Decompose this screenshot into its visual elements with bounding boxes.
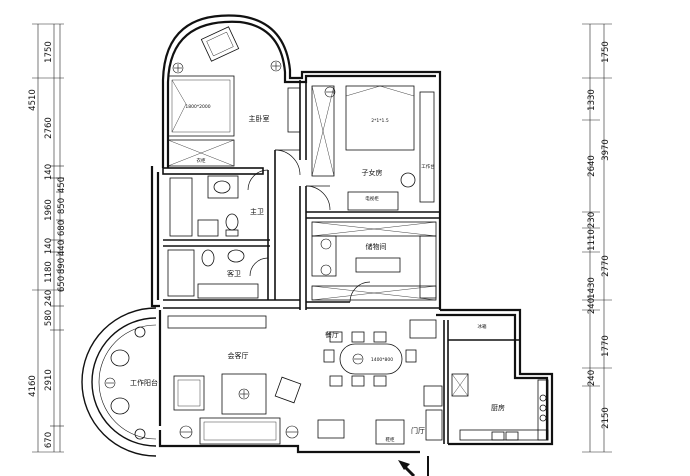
- room-balcony: 工作阳台: [130, 378, 158, 387]
- dim-left-140b: 140: [44, 238, 54, 254]
- stove-icon: [539, 394, 547, 422]
- room-master-bedroom: 主卧室: [249, 114, 270, 123]
- dim-left-890: 890: [57, 258, 67, 274]
- potted-plant-icon: [285, 425, 299, 439]
- armchair-icon: [200, 26, 240, 62]
- dim-left-outer-1: 4510: [28, 89, 38, 111]
- dim-left-1750: 1750: [44, 41, 54, 63]
- balcony-furniture: [110, 326, 146, 440]
- dim-left-680: 680: [57, 220, 67, 236]
- room-master-bath: 主卫: [250, 207, 264, 216]
- room-entrance: 门厅: [411, 426, 425, 435]
- dining-set: [323, 319, 437, 387]
- dim-left-850: 850: [57, 198, 67, 214]
- toilet-icon: [201, 249, 215, 267]
- dim-right-2640: 2640: [587, 155, 597, 177]
- dim-left-1960: 1960: [44, 199, 54, 221]
- master-bath-fixtures: [169, 175, 239, 237]
- fridge-label: 冰箱: [478, 323, 487, 330]
- child-bed: [311, 85, 435, 211]
- dim-left-670: 670: [44, 432, 54, 448]
- room-kitchen: 厨房: [491, 403, 505, 412]
- kitchen-counters: [423, 373, 549, 441]
- living-furniture: [167, 315, 405, 445]
- dim-left-650: 650: [57, 276, 67, 292]
- dim-left-140a: 140: [44, 164, 54, 180]
- child-bed-size-label: 2*1*1.5: [371, 118, 389, 124]
- potted-plant-icon: [238, 388, 250, 400]
- desk-label: 工作台: [421, 163, 435, 170]
- dim-left-2760: 2760: [44, 117, 54, 139]
- washbasin-icon: [213, 180, 231, 194]
- dim-right-1430: 1430: [587, 277, 597, 299]
- shoe-cabinet-label: 鞋柜: [386, 436, 395, 443]
- room-storage: 储物间: [366, 242, 387, 251]
- left-dimension-lines: [32, 23, 64, 453]
- right-dimension-lines: [582, 23, 612, 453]
- dining-table-size: 1400*800: [371, 357, 393, 363]
- dim-right-2770: 2770: [601, 255, 611, 277]
- dim-right-230: 230: [587, 212, 597, 228]
- dim-left-450: 450: [57, 177, 67, 193]
- dim-left-240: 240: [44, 290, 54, 306]
- dim-right-1750: 1750: [601, 41, 611, 63]
- balcony: [81, 307, 157, 457]
- dim-left-580: 580: [44, 310, 54, 326]
- master-bed-size-label: 1800*2000: [185, 104, 210, 110]
- potted-plant-icon: [172, 62, 184, 74]
- dim-right-1330: 1330: [587, 89, 597, 111]
- potted-plant-icon: [324, 86, 336, 98]
- room-dining: 餐厅: [325, 330, 339, 339]
- dim-right-240a: 240: [587, 298, 597, 314]
- master-bed: [167, 75, 301, 167]
- doors: [247, 149, 371, 303]
- potted-plant-icon: [352, 353, 364, 365]
- dim-left-2910: 2910: [44, 369, 54, 391]
- right-dimension-labels: 1750 3970 2770 1770 2150 1330 2640 230 1…: [587, 41, 611, 429]
- dim-right-1110: 1110: [587, 229, 597, 251]
- room-living: 会客厅: [228, 351, 249, 360]
- dim-left-outer-2: 4160: [28, 375, 38, 397]
- tv-cabinet-label: 电视柜: [365, 195, 379, 202]
- sink-icon: [491, 431, 519, 441]
- dim-right-1770: 1770: [601, 335, 611, 357]
- storage-shelves: [311, 221, 437, 301]
- left-dimension-labels: 4510 4160 1750 2760 140 1960 140 1180 24…: [28, 41, 67, 448]
- dim-left-440: 440: [57, 240, 67, 256]
- potted-plant-icon: [179, 425, 193, 439]
- dim-left-1180: 1180: [44, 261, 54, 283]
- wardrobe-label: 衣柜: [197, 157, 206, 164]
- toilet-icon: [225, 213, 239, 237]
- room-child-bedroom: 子女房: [362, 168, 383, 177]
- entrance-arrow-icon: [398, 456, 429, 476]
- exterior-walls: [150, 14, 554, 454]
- room-guest-bath: 客卫: [227, 269, 241, 278]
- potted-plant-icon: [104, 377, 116, 389]
- dim-right-2150: 2150: [601, 407, 611, 429]
- dim-right-240b: 240: [587, 370, 597, 386]
- potted-plant-icon: [320, 238, 332, 276]
- dim-right-3970: 3970: [601, 139, 611, 161]
- armchair-icon: [274, 376, 302, 404]
- armchair-icon: [173, 375, 205, 411]
- washbasin-icon: [227, 249, 245, 263]
- interior-walls: [162, 80, 520, 444]
- potted-plant-icon: [270, 60, 282, 72]
- guest-bath-fixtures: [167, 249, 259, 299]
